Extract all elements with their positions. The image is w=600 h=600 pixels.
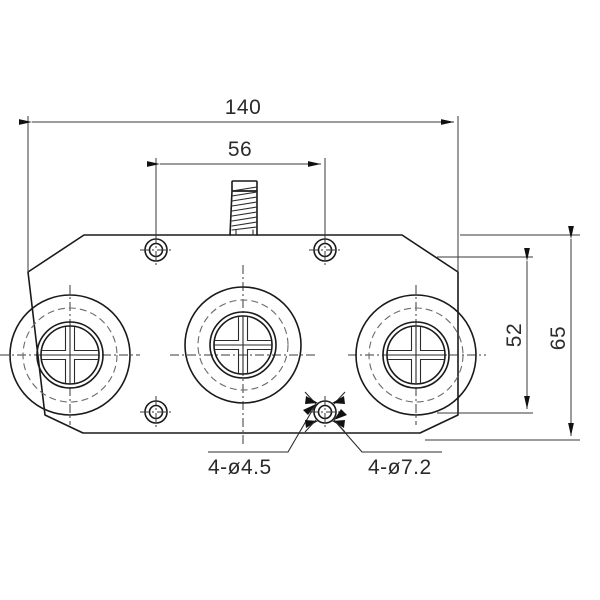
callout-large-holes: 4-ø7.2 — [333, 409, 442, 479]
boss-center-cross — [213, 315, 273, 375]
dimension-label-56: 56 — [228, 138, 252, 161]
dimension-inner-height: 52 — [437, 248, 533, 414]
dimension-label-52: 52 — [503, 323, 526, 347]
callout-leader-arrows-extra — [304, 391, 346, 433]
dimension-label-65: 65 — [547, 326, 570, 350]
dimension-label-140: 140 — [225, 96, 262, 119]
boss-center — [184, 286, 302, 404]
callout-label-large-holes: 4-ø7.2 — [368, 456, 432, 479]
dimension-overall-height: 65 — [425, 226, 580, 441]
mounting-hole-bottom-right — [309, 396, 341, 428]
stud-thread-lines — [231, 186, 258, 231]
dimension-overall-width: 140 — [19, 96, 459, 272]
part-body-outline — [27, 234, 459, 434]
dimension-hole-spacing: 56 — [147, 138, 326, 240]
mounting-hole-bottom-left — [140, 396, 172, 428]
boss-right-cross — [386, 325, 446, 385]
boss-right — [355, 294, 477, 416]
boss-left — [9, 294, 131, 416]
callout-small-holes: 4-ø4.5 — [208, 403, 317, 479]
boss-left-cross — [40, 325, 100, 385]
threaded-stud — [229, 180, 258, 236]
callout-label-small-holes: 4-ø4.5 — [208, 456, 272, 479]
